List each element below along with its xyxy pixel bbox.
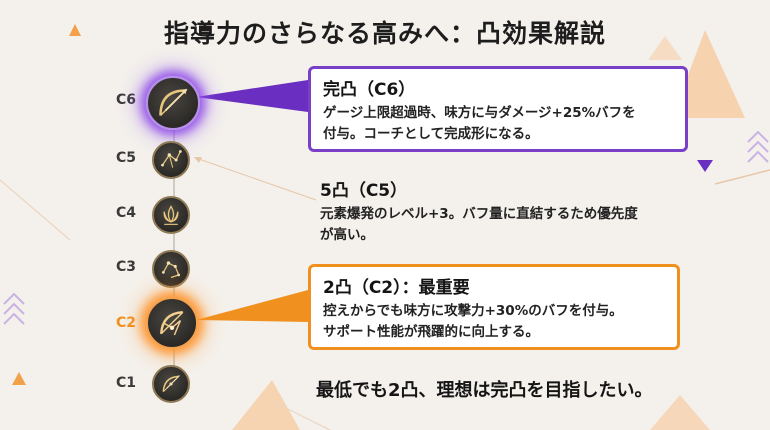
decor-line xyxy=(269,399,331,430)
decor-triangle xyxy=(232,380,300,430)
c5-description: 5凸（C5） 元素爆発のレベル+3。バフ量に直結するため優先度 が高い。 xyxy=(320,176,700,246)
decor-line xyxy=(714,169,770,185)
bow-constellation-icon xyxy=(162,375,180,393)
decor-chevrons xyxy=(747,130,769,163)
decor-triangle xyxy=(672,30,745,118)
level-node-c1[interactable] xyxy=(152,365,190,403)
c5-connector-arrow xyxy=(194,157,202,163)
c6-title: 完凸（C6） xyxy=(323,80,416,100)
level-node-c4[interactable] xyxy=(152,196,190,234)
timeline-line xyxy=(173,100,175,385)
level-label-c6: C6 xyxy=(115,92,136,108)
level-label-c1: C1 xyxy=(115,375,136,391)
level-node-c2[interactable] xyxy=(146,297,198,349)
decor-line xyxy=(0,179,71,241)
level-label-c3: C3 xyxy=(115,259,136,275)
decor-triangle xyxy=(648,36,682,60)
c5-body-line2: が高い。 xyxy=(320,227,374,243)
decor-triangle xyxy=(69,24,81,36)
lotus-icon xyxy=(163,205,179,225)
footer-recommendation: 最低でも2凸、理想は完凸を目指したい。 xyxy=(316,380,653,401)
c5-title: 5凸（C5） xyxy=(320,181,408,201)
c5-body-line1: 元素爆発のレベル+3。バフ量に直結するため優先度 xyxy=(320,206,638,222)
c2-body-line2: サポート性能が飛躍的に向上する。 xyxy=(323,324,539,340)
c6-description-box: 完凸（C6） ゲージ上限超過時、味方に与ダメージ+25%バフを 付与。コーチとし… xyxy=(308,66,688,152)
c2-description-box: 2凸（C2）：最重要 控えからでも味方に攻撃力+30%のバフを付与。 サポート性… xyxy=(308,264,680,350)
page-title: 指導力のさらなる高みへ：凸効果解説 xyxy=(163,19,606,48)
c6-connector xyxy=(196,80,308,112)
decor-triangle xyxy=(12,372,26,385)
star-constellation-icon xyxy=(161,150,182,168)
level-label-c2: C2 xyxy=(115,315,136,331)
c2-body-line1: 控えからでも味方に攻撃力+30%のバフを付与。 xyxy=(323,303,623,319)
level-label-c4: C4 xyxy=(115,205,136,221)
level-node-c6[interactable] xyxy=(146,76,200,130)
decor-triangle xyxy=(697,160,713,172)
star-constellation-icon xyxy=(161,261,181,279)
decor-triangle xyxy=(650,395,710,430)
c5-connector xyxy=(195,157,317,201)
c2-title: 2凸（C2）：最重要 xyxy=(323,278,470,298)
level-node-c5[interactable] xyxy=(152,141,190,179)
level-node-c3[interactable] xyxy=(152,250,190,288)
bow-constellation-icon xyxy=(160,311,184,336)
c6-body-line1: ゲージ上限超過時、味方に与ダメージ+25%バフを xyxy=(323,105,636,121)
c2-connector xyxy=(196,290,308,322)
bow-constellation-icon xyxy=(159,88,188,117)
c6-body-line2: 付与。コーチとして完成形になる。 xyxy=(323,126,539,142)
decor-chevrons xyxy=(3,292,25,325)
level-label-c5: C5 xyxy=(115,150,136,166)
